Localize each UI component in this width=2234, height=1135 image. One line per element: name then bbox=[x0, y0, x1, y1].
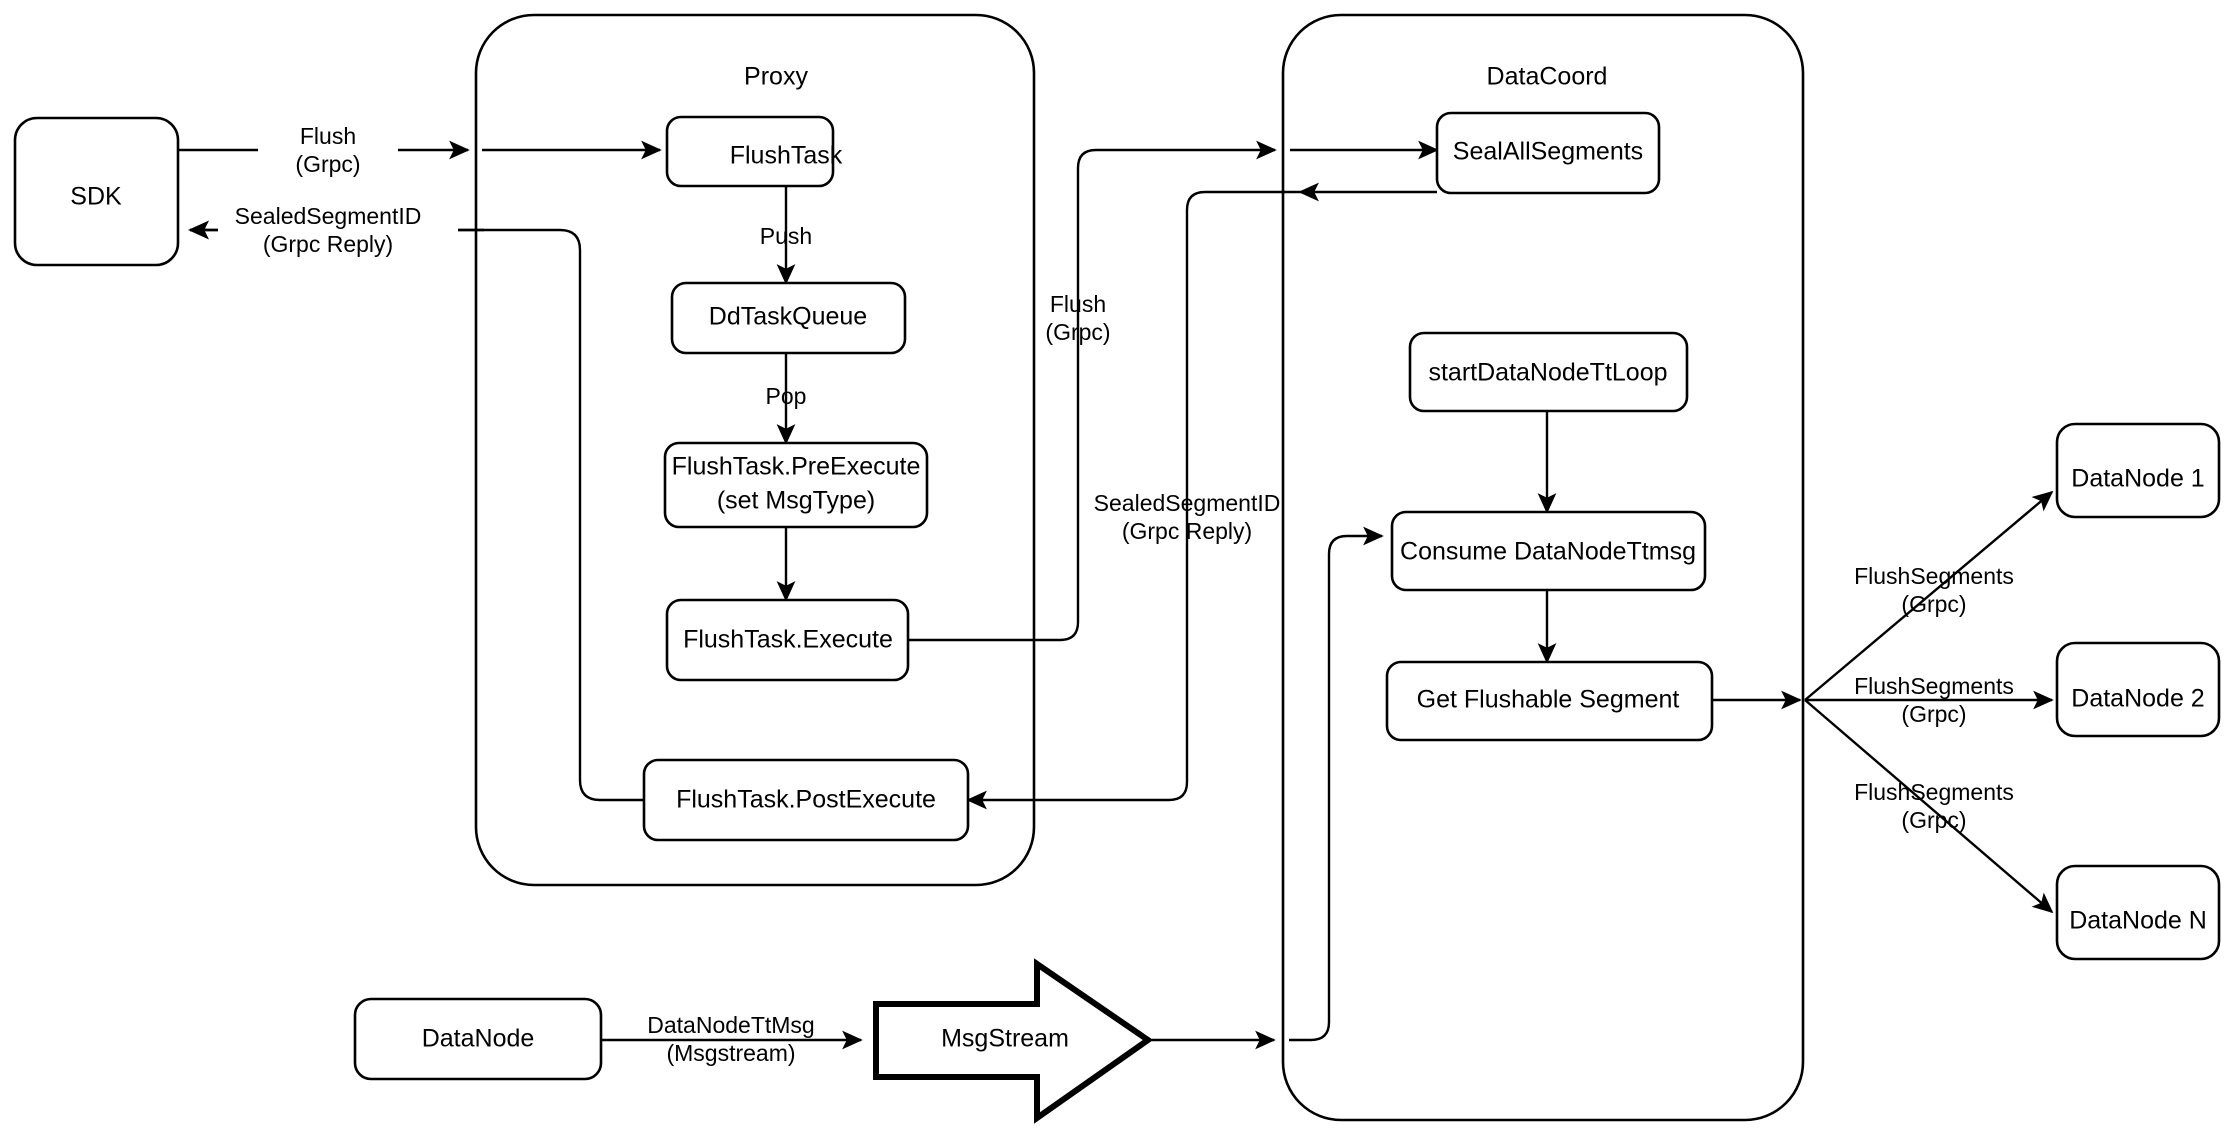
edge-label-flushsegments-2-line1: FlushSegments bbox=[1854, 673, 2014, 699]
node-datanode-1-box[interactable] bbox=[2055, 422, 2221, 519]
edge-execute-to-sealallsegments: Flush (Grpc) bbox=[908, 140, 1439, 642]
edge-fanout-datanode-1: FlushSegments (Grpc) bbox=[1804, 490, 2054, 701]
edge-label-datanodettmsg-line2: (Msgstream) bbox=[666, 1040, 795, 1066]
node-datanode-source-box[interactable] bbox=[353, 997, 603, 1081]
node-ddtaskqueue-box[interactable] bbox=[670, 281, 907, 355]
node-flushtask-postexecute-label: FlushTask.PostExecute bbox=[676, 786, 936, 814]
node-flushtask-preexecute-box[interactable] bbox=[663, 441, 929, 529]
node-datanode-1-label: DataNode 1 bbox=[2071, 465, 2204, 493]
edge-pop: Pop bbox=[766, 353, 807, 445]
edge-push: Push bbox=[760, 186, 812, 285]
edge-label-sealedsegmentid-line1: SealedSegmentID bbox=[1094, 490, 1281, 516]
node-flushtask-execute-box[interactable] bbox=[665, 598, 910, 682]
edge-fanout-datanode-n: FlushSegments (Grpc) bbox=[1804, 699, 2054, 914]
node-datanode-2[interactable]: DataNode 2 bbox=[2055, 641, 2221, 738]
node-sdk[interactable]: SDK bbox=[13, 116, 180, 267]
node-datanode-2-label: DataNode 2 bbox=[2071, 685, 2204, 713]
node-sealallsegments-box[interactable] bbox=[1435, 111, 1661, 195]
edge-fanout-datanode-2: FlushSegments (Grpc) bbox=[1805, 673, 2054, 727]
edge-label-flushsegments-1-line1: FlushSegments bbox=[1854, 563, 2014, 589]
node-msgstream[interactable]: MsgStream bbox=[873, 958, 1154, 1124]
node-datanode-source-label: DataNode bbox=[422, 1025, 535, 1053]
node-msgstream-label: MsgStream bbox=[941, 1025, 1069, 1053]
node-datanode-n[interactable]: DataNode N bbox=[2055, 864, 2221, 961]
node-msgstream-arrow-shape[interactable] bbox=[873, 958, 1154, 1124]
edge-label-sdk-reply-line2: (Grpc Reply) bbox=[263, 231, 393, 257]
node-flushtask-preexecute[interactable]: FlushTask.PreExecute (set MsgType) bbox=[663, 441, 929, 529]
node-datanode-2-box[interactable] bbox=[2055, 641, 2221, 738]
edge-label-sdk-reply-line1: SealedSegmentID bbox=[235, 203, 422, 229]
node-datanode-n-box[interactable] bbox=[2055, 864, 2221, 961]
edge-datanode-to-msgstream: DataNodeTtMsg (Msgstream) bbox=[601, 1012, 863, 1066]
edge-label-flushsegments-2-line2: (Grpc) bbox=[1901, 701, 1966, 727]
edge-label-flushsegments-n-line1: FlushSegments bbox=[1854, 779, 2014, 805]
edge-label-pop: Pop bbox=[766, 383, 807, 409]
edge-label-sdk-flush-line1: Flush bbox=[300, 123, 356, 149]
node-sdk-box[interactable] bbox=[13, 116, 180, 267]
edge-sealallsegments-to-postexecute: SealedSegmentID (Grpc Reply) bbox=[966, 182, 1437, 810]
node-flushtask[interactable]: FlushTask bbox=[665, 115, 843, 188]
node-flushtask-execute-label: FlushTask.Execute bbox=[683, 626, 893, 654]
node-ddtaskqueue-label: DdTaskQueue bbox=[709, 303, 867, 331]
edge-label-flush-grpc-line2: (Grpc) bbox=[1045, 319, 1110, 345]
node-flushtask-postexecute[interactable]: FlushTask.PostExecute bbox=[642, 758, 970, 842]
node-flushtask-preexecute-label-line2: (set MsgType) bbox=[717, 487, 875, 515]
datacoord-title: DataCoord bbox=[1487, 63, 1608, 91]
node-sealallsegments[interactable]: SealAllSegments bbox=[1435, 111, 1661, 195]
edge-label-group-sdk-reply: SealedSegmentID (Grpc Reply) bbox=[218, 203, 458, 258]
proxy-title: Proxy bbox=[744, 63, 808, 91]
node-startdatanodettloop-box[interactable] bbox=[1408, 331, 1689, 413]
edge-label-flush-grpc-line1: Flush bbox=[1050, 291, 1106, 317]
edge-label-flushsegments-n-line2: (Grpc) bbox=[1901, 807, 1966, 833]
edge-msgstream-to-consume bbox=[1152, 526, 1384, 1050]
node-consume-datanodettmsg-label: Consume DataNodeTtmsg bbox=[1400, 538, 1696, 566]
node-startdatanodettloop[interactable]: startDataNodeTtLoop bbox=[1408, 331, 1689, 413]
node-datanode-n-label: DataNode N bbox=[2069, 907, 2207, 935]
node-get-flushable-segment[interactable]: Get Flushable Segment bbox=[1385, 660, 1714, 742]
node-flushtask-execute[interactable]: FlushTask.Execute bbox=[665, 598, 910, 682]
edge-label-datanodettmsg-line1: DataNodeTtMsg bbox=[647, 1012, 814, 1038]
node-ddtaskqueue[interactable]: DdTaskQueue bbox=[670, 281, 907, 355]
edge-label-sdk-flush-line2: (Grpc) bbox=[295, 151, 360, 177]
edge-label-sealedsegmentid-line2: (Grpc Reply) bbox=[1122, 518, 1252, 544]
node-consume-datanodettmsg-box[interactable] bbox=[1390, 510, 1707, 592]
node-datanode-source[interactable]: DataNode bbox=[353, 997, 603, 1081]
node-flushtask-postexecute-box[interactable] bbox=[642, 758, 970, 842]
node-sdk-label: SDK bbox=[70, 183, 122, 211]
node-consume-datanodettmsg[interactable]: Consume DataNodeTtmsg bbox=[1390, 510, 1707, 592]
node-flushtask-label: FlushTask bbox=[730, 142, 843, 170]
node-startdatanodettloop-label: startDataNodeTtLoop bbox=[1428, 359, 1667, 387]
node-sealallsegments-label: SealAllSegments bbox=[1453, 138, 1643, 166]
node-get-flushable-segment-label: Get Flushable Segment bbox=[1417, 686, 1680, 714]
node-flushtask-preexecute-label-line1: FlushTask.PreExecute bbox=[672, 453, 921, 481]
edge-label-flushsegments-1-line2: (Grpc) bbox=[1901, 591, 1966, 617]
node-get-flushable-segment-box[interactable] bbox=[1385, 660, 1714, 742]
edge-label-group-sdk-flush: Flush (Grpc) bbox=[258, 123, 398, 178]
node-flushtask-box[interactable] bbox=[665, 115, 835, 188]
node-datanode-1[interactable]: DataNode 1 bbox=[2055, 422, 2221, 519]
edge-label-push: Push bbox=[760, 223, 812, 249]
